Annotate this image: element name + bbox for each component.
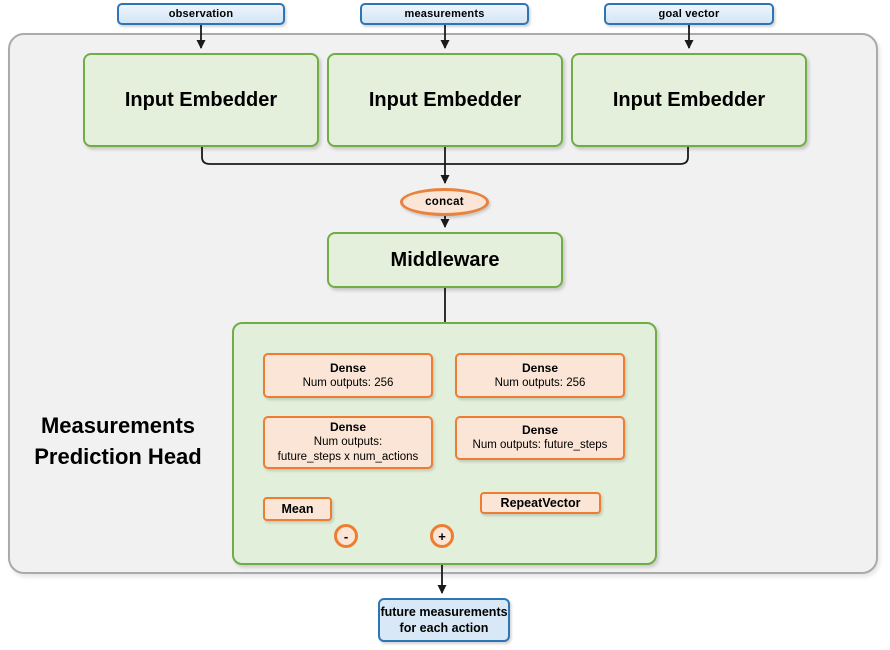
input-node-label: goal vector — [658, 8, 720, 20]
dense-subtitle-2: future_steps x num_actions — [277, 451, 419, 463]
subtract-operator-node: - — [334, 524, 358, 548]
input-embedder-2: Input Embedder — [327, 53, 563, 147]
input-embedder-label: Input Embedder — [612, 88, 766, 111]
dense-left-1: Dense Num outputs: 256 — [263, 353, 433, 398]
input-embedder-label: Input Embedder — [124, 88, 278, 111]
input-node-measurements: measurements — [360, 3, 529, 25]
dense-subtitle: Num outputs: 256 — [302, 376, 394, 389]
middleware-node: Middleware — [327, 232, 563, 288]
prediction-head-title-line1: Measurements — [40, 413, 196, 438]
concat-label: concat — [425, 196, 464, 208]
repeat-vector-node: RepeatVector — [480, 492, 601, 514]
input-embedder-3: Input Embedder — [571, 53, 807, 147]
output-label-line2: for each action — [399, 621, 489, 635]
minus-sign: - — [343, 528, 349, 544]
dense-right-2: Dense Num outputs: future_steps — [455, 416, 625, 460]
plus-sign: + — [438, 528, 446, 544]
dense-subtitle: Num outputs: — [313, 436, 383, 448]
middleware-label: Middleware — [390, 248, 500, 271]
input-node-goal-vector: goal vector — [604, 3, 774, 25]
input-node-label: measurements — [404, 8, 485, 20]
add-operator-node: + — [430, 524, 454, 548]
input-embedder-1: Input Embedder — [83, 53, 319, 147]
dense-left-2: Dense Num outputs: future_steps x num_ac… — [263, 416, 433, 469]
dense-right-1: Dense Num outputs: 256 — [455, 353, 625, 398]
mean-label: Mean — [281, 502, 314, 516]
dense-subtitle: Num outputs: 256 — [494, 376, 586, 389]
dense-title: Dense — [329, 420, 367, 434]
repeat-vector-label: RepeatVector — [500, 496, 581, 510]
dense-title: Dense — [521, 423, 559, 437]
dense-subtitle: Num outputs: future_steps — [472, 439, 608, 451]
output-label-line1: future measurements — [380, 605, 508, 619]
dense-title: Dense — [521, 360, 559, 375]
dense-title: Dense — [329, 360, 367, 375]
input-node-observation: observation — [117, 3, 285, 25]
concat-node: concat — [400, 188, 489, 216]
input-node-label: observation — [168, 8, 234, 20]
prediction-head-title-line2: Prediction Head — [34, 444, 202, 469]
mean-node: Mean — [263, 497, 332, 521]
prediction-head-title: Measurements Prediction Head — [12, 410, 224, 472]
input-embedder-label: Input Embedder — [368, 88, 522, 111]
output-node: future measurements for each action — [378, 598, 510, 642]
